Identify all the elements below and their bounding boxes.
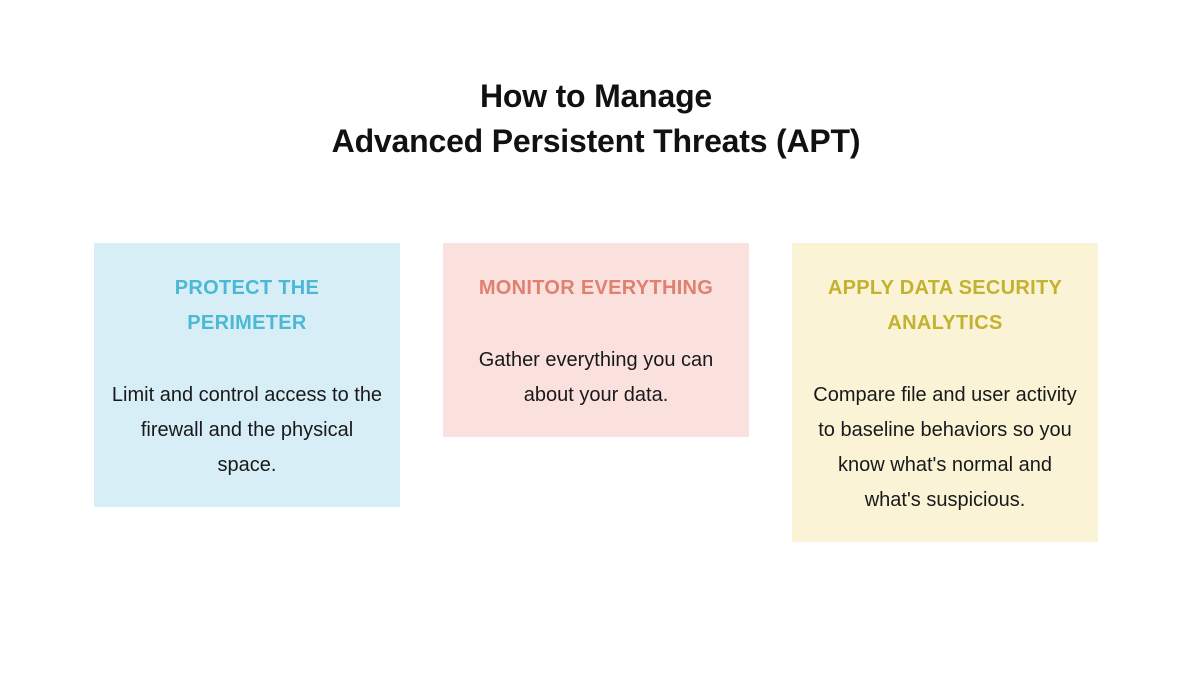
card-spacer — [806, 341, 1084, 378]
card-heading: APPLY DATA SECURITY ANALYTICS — [827, 277, 1063, 334]
card-monitor-everything: MONITOR EVERYTHING Gather everything you… — [443, 243, 749, 437]
card-heading: PROTECT THE PERIMETER — [174, 277, 320, 334]
page-title-line-2: Advanced Persistent Threats (APT) — [331, 123, 861, 159]
card-apply-data-security-analytics: APPLY DATA SECURITY ANALYTICS Compare fi… — [792, 243, 1098, 542]
card-body: Compare file and user activity to baseli… — [813, 384, 1077, 511]
cards-row: PROTECT THE PERIMETER Limit and control … — [94, 243, 1098, 542]
card-heading: MONITOR EVERYTHING — [478, 277, 714, 299]
page-title-line-1: How to Manage — [479, 78, 713, 114]
card-body: Limit and control access to the firewall… — [111, 384, 383, 476]
card-spacer — [457, 306, 735, 343]
card-body: Gather everything you can about your dat… — [478, 349, 714, 406]
card-protect-the-perimeter: PROTECT THE PERIMETER Limit and control … — [94, 243, 400, 507]
card-spacer — [108, 341, 386, 378]
page-title: How to Manage Advanced Persistent Threat… — [0, 74, 1192, 164]
